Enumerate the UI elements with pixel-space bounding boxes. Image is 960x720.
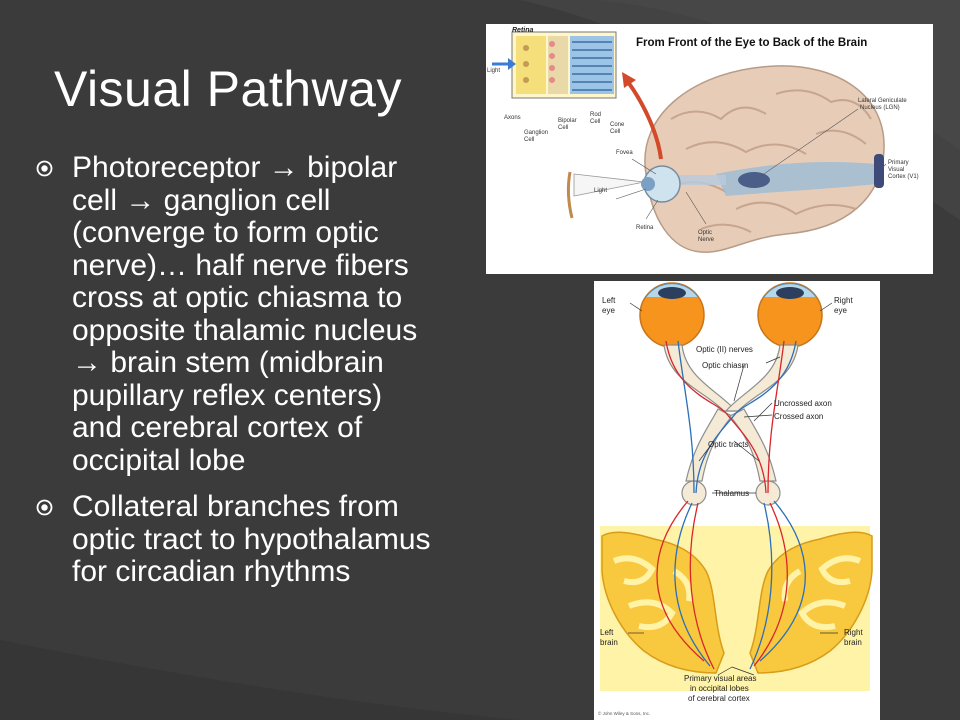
cone-label-1: Cone	[610, 122, 625, 128]
eye-drawing	[566, 165, 681, 219]
optic-nerve-label-1: Optic	[698, 230, 712, 236]
crossed-axon-label: Crossed axon	[774, 412, 823, 421]
eye-to-brain-figure: Retina Light Axons Ganglion Cell Bipolar…	[486, 24, 933, 274]
axons-label: Axons	[504, 115, 521, 121]
optic-tracts-label: Optic tracts	[708, 440, 748, 449]
bullet-line: → brain stem (midbrain	[72, 346, 384, 379]
bullet-line: Photoreceptor → bipolar	[72, 151, 398, 184]
left-brain-label-1: Left	[600, 628, 614, 637]
bullet-line: optic tract to hypothalamus	[72, 522, 431, 556]
figure1-heading: From Front of the Eye to Back of the Bra…	[636, 37, 867, 49]
primary-visual-label-3: of cerebral cortex	[688, 694, 750, 703]
axon-lines	[656, 340, 806, 670]
bullet-line: cross at optic chiasma to	[72, 281, 403, 314]
lgn-label-2: Nucleus (LGN)	[860, 105, 900, 111]
fovea-label: Fovea	[616, 150, 633, 156]
light-label: Light	[487, 68, 500, 74]
bullet-line: opposite thalamic nucleus	[72, 313, 418, 347]
bullet-item-2: Collateral branches from optic tract to …	[36, 490, 516, 589]
right-eye-label-2: eye	[834, 306, 847, 315]
bullet-list: Photoreceptor → bipolar cell → ganglion …	[36, 151, 516, 603]
bullet-line: cell → ganglion cell	[72, 183, 331, 217]
bullet-line: pupillary reflex centers)	[72, 378, 383, 412]
bullet-item-1: Photoreceptor → bipolar cell → ganglion …	[36, 151, 516, 477]
optic-nerve-label-2: Nerve	[698, 237, 715, 243]
right-eye-label-1: Right	[834, 296, 853, 305]
retina-inset: Retina Light	[487, 27, 617, 99]
copyright-text: © John Wiley & Sons, Inc.	[598, 710, 650, 716]
thalamus-label: Thalamus	[714, 489, 749, 498]
ganglion-label-1: Ganglion	[524, 130, 548, 136]
optic-nerves-label: Optic (II) nerves	[696, 345, 753, 354]
optic-nerves	[663, 344, 799, 482]
eye-to-brain-illustration: Retina Light Axons Ganglion Cell Bipolar…	[486, 24, 933, 274]
light-label-2: Light	[594, 188, 607, 194]
rod-label-2: Cell	[590, 119, 600, 125]
left-eye-label-2: eye	[602, 306, 615, 315]
occipital-lobes	[601, 531, 873, 674]
v1-label-1: Primary	[888, 160, 909, 166]
bullet-line: Collateral branches from	[72, 490, 399, 523]
right-brain-label-2: brain	[844, 638, 862, 647]
optic-chiasm-label: Optic chiasm	[702, 361, 749, 370]
optic-chiasm-illustration: Left eye Right eye Optic (II) nerves Opt…	[594, 281, 880, 720]
lgn-label-1: Lateral Geniculate	[858, 98, 907, 104]
rod-label-1: Rod	[590, 112, 601, 118]
target-bullet-icon	[36, 160, 53, 177]
eyes	[639, 282, 823, 348]
bullet-line: for circadian rhythms	[72, 555, 351, 588]
bullet-line: and cerebral cortex of	[72, 411, 363, 444]
ganglion-label-2: Cell	[524, 137, 534, 143]
v1-label-2: Visual	[888, 167, 904, 173]
left-brain-label-2: brain	[600, 638, 618, 647]
optic-chiasm-figure: Left eye Right eye Optic (II) nerves Opt…	[594, 281, 880, 720]
bullet-line: (converge to form optic	[72, 216, 379, 249]
left-eye-label-1: Left	[602, 296, 616, 305]
right-brain-label-1: Right	[844, 628, 863, 637]
uncrossed-axon-label: Uncrossed axon	[774, 399, 832, 408]
bullet-line: occipital lobe	[72, 443, 246, 477]
cone-label-2: Cell	[610, 129, 620, 135]
retina-label: Retina	[636, 225, 654, 231]
target-bullet-icon	[36, 499, 53, 516]
v1-label-3: Cortex (V1)	[888, 174, 919, 180]
bullet-line: nerve)… half nerve fibers	[72, 248, 409, 282]
primary-visual-label-1: Primary visual areas	[684, 674, 756, 683]
bipolar-label-2: Cell	[558, 125, 568, 131]
brain-drawing	[644, 65, 885, 253]
bipolar-label-1: Bipolar	[558, 118, 577, 124]
retina-inset-label: Retina	[512, 27, 534, 34]
slide-title: Visual Pathway	[54, 61, 402, 117]
primary-visual-label-2: in occipital lobes	[690, 684, 749, 693]
